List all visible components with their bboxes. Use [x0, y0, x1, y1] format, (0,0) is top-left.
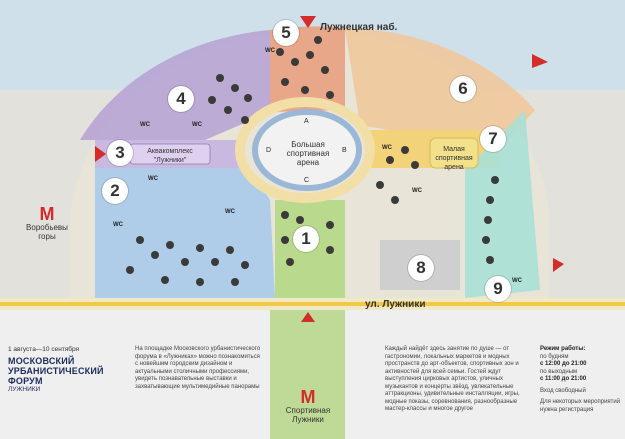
zone-4-marker[interactable]: 4: [168, 86, 194, 112]
zone-7-marker[interactable]: 7: [480, 126, 506, 152]
entrance-arrow-right: [553, 258, 564, 272]
street-bottom-label: ул. Лужники: [365, 299, 426, 310]
big-arena-shape: [252, 109, 362, 191]
zone-6-area: [345, 28, 535, 150]
forum-brand-line2: УРБАНИСТИЧЕСКИЙ: [8, 366, 104, 376]
wc-label: WC: [225, 209, 235, 215]
forum-title-block: 1 августа—10 сентября МОСКОВСКИЙ УРБАНИС…: [8, 346, 123, 393]
zone-9-marker[interactable]: 9: [485, 276, 511, 302]
forum-brand-line1: МОСКОВСКИЙ: [8, 356, 75, 366]
hours-weekdays-label: по будням: [540, 353, 569, 360]
wc-label: WC: [192, 122, 202, 128]
wc-label: WC: [140, 122, 150, 128]
entrance-arrow-topright: [532, 54, 548, 68]
big-arena-label: Большая спортивная арена: [286, 140, 330, 167]
wc-label: WC: [265, 48, 275, 54]
entry-free: Вход свободный: [540, 387, 586, 394]
zone-2-area: [95, 168, 275, 298]
registration-note: Для некоторых мероприятий нужна регистра…: [540, 399, 621, 413]
poi-icons: [126, 36, 499, 286]
wc-label: WC: [113, 222, 123, 228]
sector-a: A: [304, 118, 309, 125]
wc-label: WC: [412, 188, 422, 194]
forum-about: На площадке Московского урбанистического…: [135, 346, 261, 390]
zone-5-marker[interactable]: 5: [273, 20, 299, 46]
metro-logo-icon: M: [300, 387, 316, 407]
forum-program: Каждый найдёт здесь занятие по душе — от…: [385, 346, 520, 412]
hours-weekend-label: по выходным: [540, 368, 578, 375]
wc-label: WC: [382, 145, 392, 151]
zone-5-area: [270, 26, 345, 112]
hours-weekend: с 11:00 до 21:00: [540, 376, 587, 382]
zone-2-marker[interactable]: 2: [102, 178, 128, 204]
working-hours: Режим работы: по будням с 12:00 до 21:00…: [540, 346, 622, 414]
zone-4-area: [80, 30, 270, 140]
forum-place: ЛУЖНИКИ: [8, 386, 41, 393]
small-arena-label: Малая спортивная арена: [435, 146, 473, 171]
wc-label: WC: [512, 278, 522, 284]
sector-b: B: [342, 147, 347, 154]
forum-brand-line3: ФОРУМ: [8, 376, 43, 386]
entrance-arrow-top: [300, 16, 316, 28]
wc-label: WC: [148, 176, 158, 182]
small-arena-shape: [429, 137, 479, 169]
forum-dates: 1 августа—10 сентября: [8, 346, 80, 353]
zone-6-marker[interactable]: 6: [450, 76, 476, 102]
hours-title: Режим работы:: [540, 346, 586, 352]
metro-vorobyovy: M Воробьевы горы: [22, 205, 72, 241]
metro-sportivnaya: M Спортивная Лужники: [282, 388, 334, 424]
metro-logo-icon: M: [39, 204, 55, 224]
entrance-arrow-left: [95, 146, 106, 162]
aqua-complex-label: Аквакомплекс "Лужники": [147, 148, 193, 164]
sector-d: D: [266, 147, 272, 154]
street-top-label: Лужнецкая наб.: [320, 22, 398, 33]
sector-c: C: [304, 177, 310, 184]
zone-9-area: [465, 110, 540, 298]
zone-1-marker[interactable]: 1: [293, 226, 319, 252]
entrance-arrow-bottom: [301, 312, 315, 322]
zone-8-marker[interactable]: 8: [408, 255, 434, 281]
hours-weekdays: с 12:00 до 21:00: [540, 361, 587, 367]
zone-3-marker[interactable]: 3: [107, 140, 133, 166]
